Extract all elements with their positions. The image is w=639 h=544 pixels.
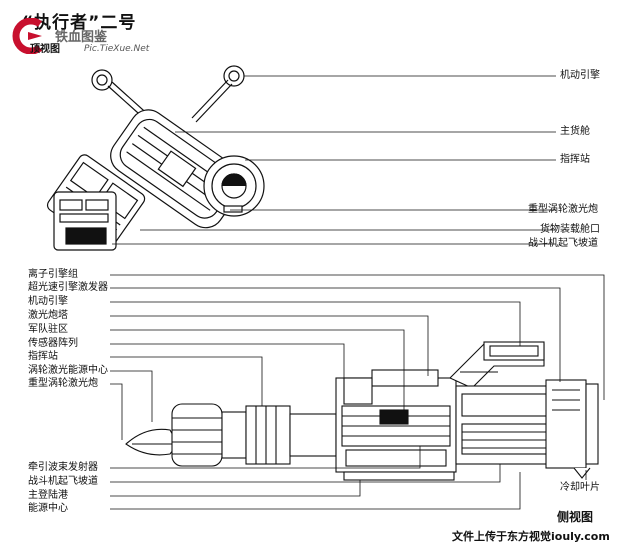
label-power-core: 能源中心 — [28, 503, 68, 514]
page-title: “执行者”二号 — [22, 13, 137, 33]
logo-url: Pic.TieXue.Net — [84, 44, 150, 54]
tiexue-logo-icon — [12, 18, 43, 54]
label-main-hangar: 主登陆港 — [28, 490, 68, 501]
label-main-cargo: 主货舱 — [560, 126, 590, 137]
label-turbolaser-power: 涡轮激光能源中心 — [28, 365, 108, 376]
label-cargo-hatch: 货物装载舱口 — [540, 224, 600, 235]
label-laser-turret: 激光炮塔 — [28, 310, 68, 321]
side-view-title: 侧视图 — [557, 510, 594, 524]
label-cooling-fins: 冷却叶片 — [560, 482, 600, 493]
logo-text: 铁血图鉴 — [55, 30, 108, 45]
label-fighter-ramp-side: 战斗机起飞坡道 — [28, 476, 98, 487]
label-fighter-ramp: 战斗机起飞坡道 — [528, 238, 598, 249]
label-heavy-turbolaser: 重型涡轮激光炮 — [528, 204, 598, 215]
footer-watermark: 文件上传于东方视觉iouly.com — [452, 530, 610, 543]
label-ion-engines: 离子引擎组 — [28, 269, 78, 280]
label-sensor-array: 传感器阵列 — [28, 338, 78, 349]
label-tractor-beam: 牵引波束发射器 — [28, 462, 98, 473]
label-maneuver-engine-side: 机动引擎 — [28, 296, 68, 307]
label-maneuver-engine: 机动引擎 — [560, 70, 600, 81]
label-command-station: 指挥站 — [560, 154, 590, 165]
label-heavy-turbolaser-side: 重型涡轮激光炮 — [28, 378, 98, 389]
top-view-title: 顶视图 — [30, 44, 60, 55]
label-hyperdrive: 超光速引擎激发器 — [28, 282, 108, 293]
label-command-station-side: 指挥站 — [28, 351, 58, 362]
label-troop-quarters: 军队驻区 — [28, 324, 68, 335]
